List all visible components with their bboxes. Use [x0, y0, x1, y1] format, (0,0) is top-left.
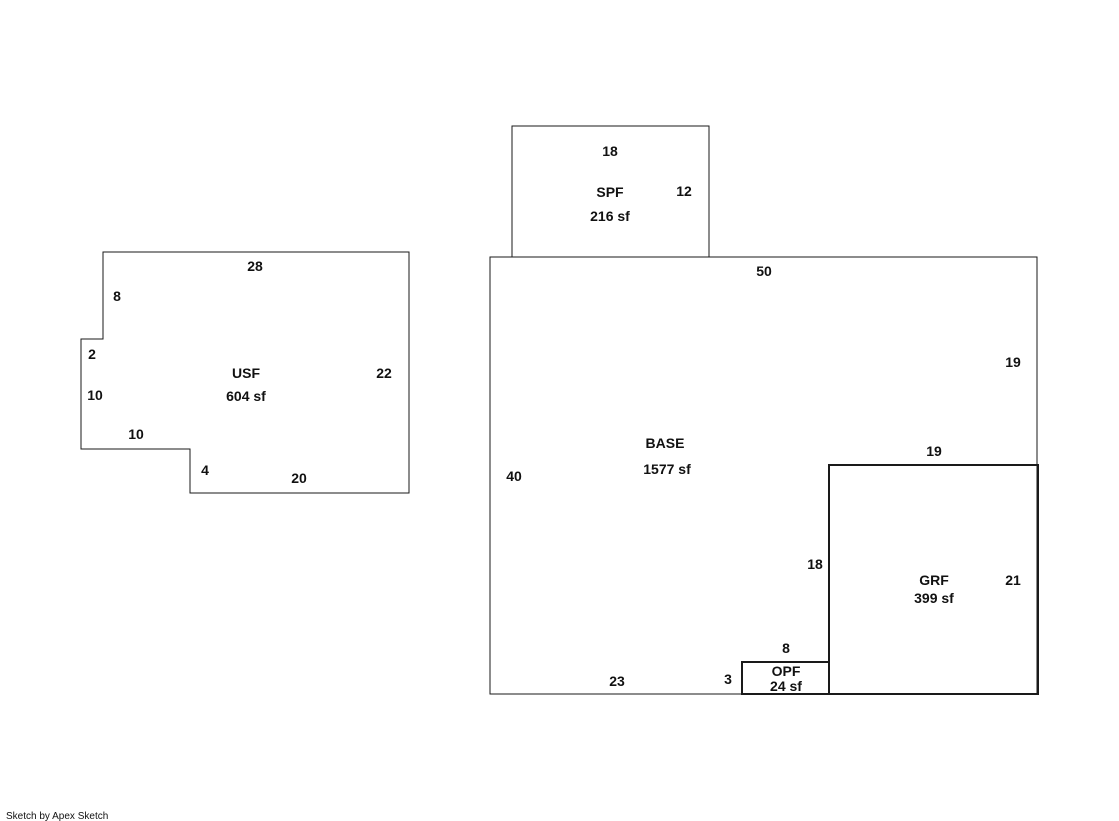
base-label: BASE	[646, 435, 685, 451]
grf-dim-top: 19	[926, 443, 942, 459]
grf-dim-left: 18	[807, 556, 823, 572]
usf-dim-notch-step-up: 4	[201, 462, 209, 478]
usf-dim-left-jog: 2	[88, 346, 96, 362]
opf-dim-top: 8	[782, 640, 790, 656]
usf-dim-left-upper: 8	[113, 288, 121, 304]
usf-label: USF	[232, 365, 260, 381]
base-dim-left: 40	[506, 468, 522, 484]
opf-label: OPF	[772, 663, 801, 679]
grf-dim-right: 21	[1005, 572, 1021, 588]
usf-dim-notch-step-across: 10	[128, 426, 144, 442]
usf-area: 604 sf	[226, 388, 266, 404]
opf-area: 24 sf	[770, 678, 802, 694]
usf-outline	[80, 251, 410, 494]
usf-dim-bottom: 20	[291, 470, 307, 486]
usf-dim-top: 28	[247, 258, 263, 274]
opf-outline	[741, 661, 830, 695]
base-dim-bottom: 23	[609, 673, 625, 689]
sketch-credit: Sketch by Apex Sketch	[6, 811, 108, 821]
base-area: 1577 sf	[643, 461, 691, 477]
usf-dim-right: 22	[376, 365, 392, 381]
usf-dim-left-lower: 10	[87, 387, 103, 403]
spf-dim-top: 18	[602, 143, 618, 159]
base-dim-right-upper: 19	[1005, 354, 1021, 370]
spf-dim-right: 12	[676, 183, 692, 199]
base-dim-top: 50	[756, 263, 772, 279]
opf-dim-left: 3	[724, 671, 732, 687]
grf-outline	[828, 464, 1039, 695]
base-outline	[489, 256, 1038, 695]
grf-area: 399 sf	[914, 590, 954, 606]
grf-label: GRF	[919, 572, 949, 588]
spf-label: SPF	[596, 184, 624, 200]
spf-area: 216 sf	[590, 208, 630, 224]
